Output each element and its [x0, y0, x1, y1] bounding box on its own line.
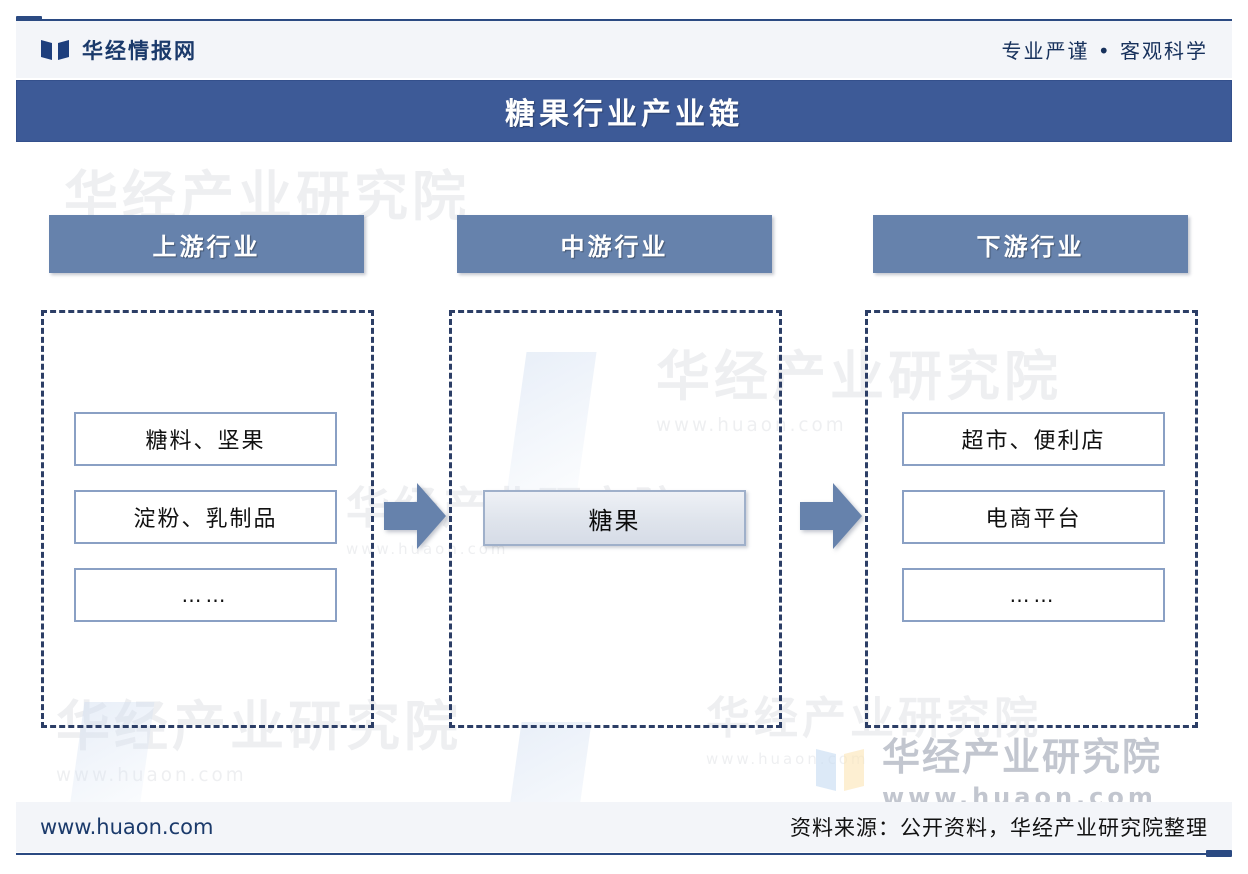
- bottom-rule: [16, 853, 1232, 855]
- footer-source: 资料来源：公开资料，华经产业研究院整理: [790, 816, 1208, 840]
- item-box-downstream-3[interactable]: ……: [902, 568, 1165, 622]
- page-title: 糖果行业产业链: [505, 97, 743, 132]
- item-box-upstream-3[interactable]: ……: [74, 568, 337, 622]
- dashed-container-upstream: [41, 310, 374, 728]
- right-arrow-icon: [800, 483, 862, 549]
- item-label: 淀粉、乳制品: [133, 507, 278, 532]
- item-label: ……: [181, 583, 230, 607]
- item-box-upstream-1[interactable]: 糖料、坚果: [74, 412, 337, 466]
- item-label: 糖果: [588, 506, 641, 535]
- title-bar: 糖果行业产业链: [16, 80, 1232, 142]
- item-box-midstream-1[interactable]: 糖果: [483, 490, 746, 546]
- bottom-rule-cap: [1206, 850, 1232, 857]
- brand: 华经情报网: [40, 35, 197, 65]
- footer-url[interactable]: www.huaon.com: [40, 815, 214, 839]
- item-label: ……: [1009, 583, 1058, 607]
- column-header-midstream-label: 中游行业: [560, 232, 669, 261]
- item-box-downstream-2[interactable]: 电商平台: [902, 490, 1165, 544]
- item-box-downstream-1[interactable]: 超市、便利店: [902, 412, 1165, 466]
- item-label: 超市、便利店: [961, 429, 1106, 454]
- right-arrow-icon: [384, 483, 446, 549]
- brand-name: 华经情报网: [82, 38, 197, 63]
- dashed-container-downstream: [865, 310, 1198, 728]
- top-rule-cap: [16, 16, 42, 23]
- page-header: 华经情报网 专业严谨 • 客观科学: [16, 21, 1232, 78]
- top-rule: [16, 19, 1232, 21]
- header-tagline: 专业严谨 • 客观科学: [1001, 39, 1208, 63]
- book-logo-icon: [41, 39, 69, 60]
- item-box-upstream-2[interactable]: 淀粉、乳制品: [74, 490, 337, 544]
- column-header-upstream-label: 上游行业: [152, 232, 261, 261]
- column-header-downstream-label: 下游行业: [976, 232, 1085, 261]
- item-label: 电商平台: [985, 507, 1082, 532]
- dashed-container-midstream: [449, 310, 782, 728]
- column-header-downstream: 下游行业: [873, 215, 1188, 273]
- watermark-sheet: [500, 722, 592, 802]
- column-header-upstream: 上游行业: [49, 215, 364, 273]
- column-header-midstream: 中游行业: [457, 215, 772, 273]
- item-label: 糖料、坚果: [145, 429, 266, 454]
- page-footer: www.huaon.com 资料来源：公开资料，华经产业研究院整理: [16, 802, 1232, 852]
